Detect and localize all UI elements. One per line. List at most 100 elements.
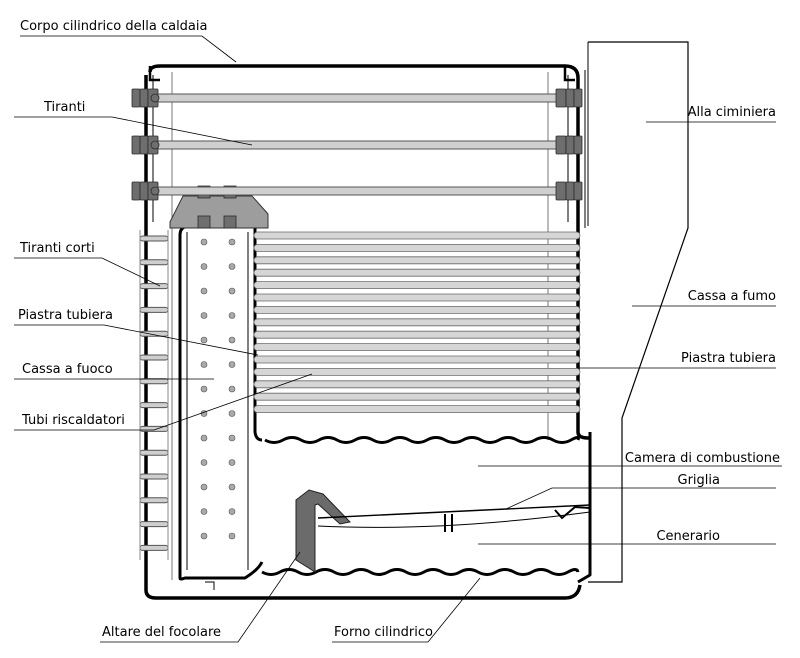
label-tiranti-corti: Tiranti corti [19, 241, 95, 256]
short-stay [139, 544, 169, 551]
firebox-hole [200, 508, 208, 515]
stay-nut [139, 181, 149, 201]
stay-rod [139, 140, 581, 150]
short-stay [139, 354, 169, 361]
fire-tube [253, 256, 581, 265]
firebox-hole [200, 532, 208, 540]
label-forno-cilindrico: Forno cilindrico [334, 625, 433, 640]
label-alla-ciminiera: Alla ciminiera [688, 105, 776, 120]
tube-plate-front [576, 222, 590, 440]
firebox-door-mark [205, 581, 215, 590]
firebox-hole [200, 312, 208, 319]
short-stay [139, 306, 169, 313]
fire-tube [253, 367, 581, 376]
short-stay [139, 449, 169, 456]
short-stay [139, 473, 169, 480]
short-stay [139, 425, 169, 432]
short-stay [139, 235, 169, 242]
short-stay [139, 330, 169, 337]
stay-nut [573, 88, 583, 108]
bracket-nut [197, 215, 211, 229]
fire-tube [253, 281, 581, 290]
stay-nut [555, 88, 567, 108]
firebox-hole [228, 312, 236, 319]
firebox-hole [228, 238, 236, 246]
stay-washer [150, 140, 160, 150]
label-cassa-a-fumo: Cassa a fumo [688, 289, 776, 304]
leader-altare-focolare [100, 551, 301, 643]
leader-piastra-tubiera-left [14, 324, 259, 356]
firebox-hole [228, 508, 236, 515]
fire-tubes [253, 231, 581, 414]
grate-support [444, 514, 453, 532]
firebox-hole [200, 263, 208, 270]
fire-tube [253, 268, 581, 277]
fire-tube [253, 380, 581, 389]
firebox-hole [228, 263, 236, 270]
label-cassa-a-fuoco: Cassa a fuoco [22, 362, 113, 377]
stay-rod [139, 93, 581, 103]
short-stay [139, 283, 169, 290]
stay-washer [150, 186, 160, 196]
fire-tube [253, 330, 581, 339]
firebox-hole [200, 459, 208, 466]
stay-nut [555, 135, 567, 155]
short-stay [139, 378, 169, 385]
leader-griglia [505, 487, 776, 510]
label-cenerario: Cenerario [656, 529, 720, 544]
stay-nut [139, 135, 149, 155]
fire-tube [253, 293, 581, 302]
stay-nut [573, 181, 583, 201]
fire-tube [253, 343, 581, 352]
firebox-hole [228, 287, 236, 295]
fire-tube [253, 392, 581, 401]
stay-nut [573, 135, 583, 155]
stay-nut [565, 88, 575, 108]
stay-rod [139, 186, 581, 196]
short-stay [139, 402, 169, 409]
leader-tiranti-corti [14, 257, 161, 287]
furnace-wave-bottom [261, 568, 580, 576]
firebox-hole [228, 459, 236, 466]
stay-nut [555, 181, 567, 201]
firebox-hole [228, 434, 236, 442]
stay-nut [131, 135, 141, 155]
fire-tube [253, 243, 581, 252]
firebox-wall [178, 224, 264, 581]
leader-tubi-riscaldatori [14, 373, 313, 431]
firebox-hole [228, 361, 236, 368]
label-altare-focolare: Altare del focolare [102, 625, 221, 640]
firebox-hole [200, 361, 208, 368]
label-griglia: Griglia [678, 473, 720, 488]
furnace-bridge [295, 489, 351, 573]
label-piastra-tubiera-left: Piastra tubiera [18, 308, 113, 323]
label-corpo-cilindrico: Corpo cilindrico della caldaia [20, 19, 207, 34]
label-tiranti: Tiranti [43, 100, 85, 115]
leader-corpo-cilindrico [20, 35, 237, 63]
fire-tube [253, 355, 581, 364]
stay-nut [565, 181, 575, 201]
fire-tube [253, 318, 581, 327]
stay-nut [131, 88, 141, 108]
stay-nut [139, 88, 149, 108]
fire-tube [253, 305, 581, 314]
boiler-top-flange [148, 66, 575, 82]
firebox-hole [228, 532, 236, 540]
smoke-box-outline [588, 41, 689, 583]
crown-bracket [169, 195, 269, 229]
firebox-hole [200, 483, 208, 491]
grate-sag [317, 511, 591, 528]
short-stay [139, 521, 169, 528]
firebox-hole [200, 287, 208, 295]
stay-nut [131, 181, 141, 201]
firebox-holes [200, 238, 236, 540]
long-stays [131, 88, 583, 201]
short-stay [139, 497, 169, 504]
furnace-wave-top [264, 436, 580, 444]
firebox-hole [228, 410, 236, 417]
grate-line [317, 504, 591, 519]
stay-washer [150, 93, 160, 103]
firebox-hole [228, 483, 236, 491]
stay-nut [565, 135, 575, 155]
